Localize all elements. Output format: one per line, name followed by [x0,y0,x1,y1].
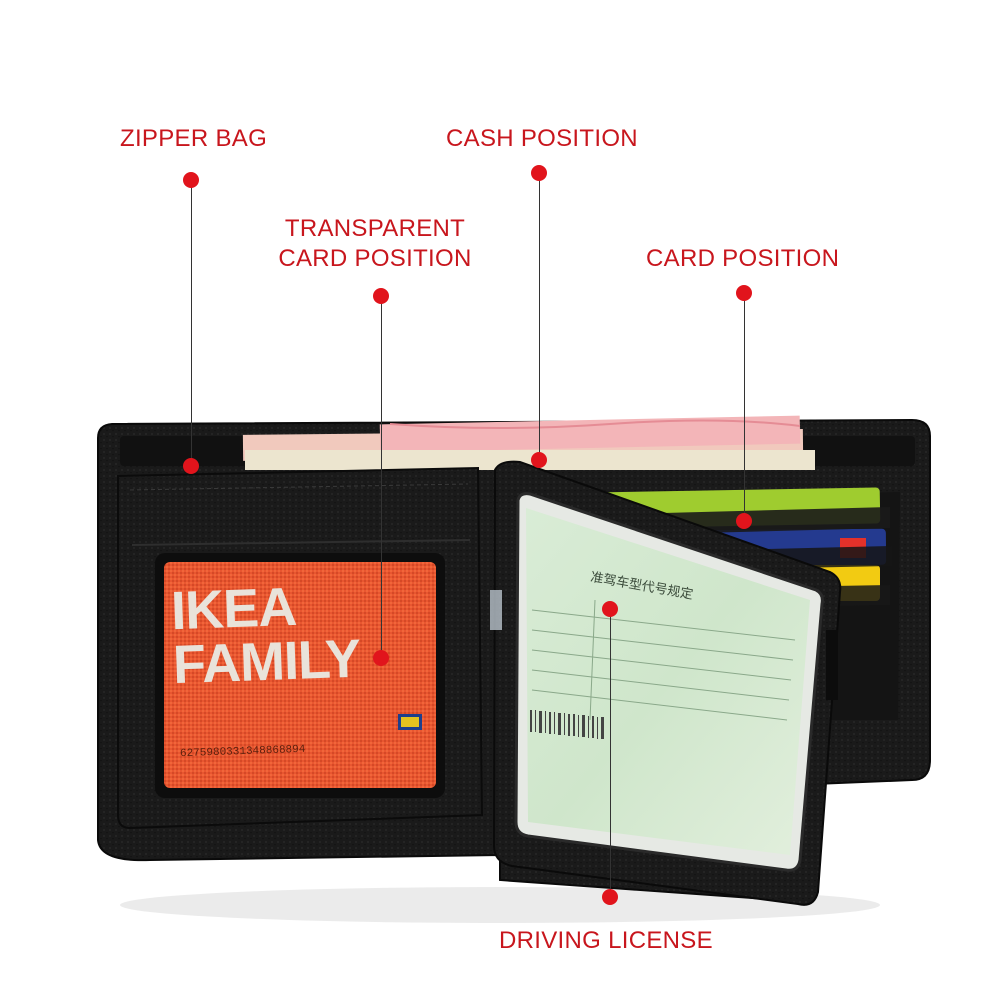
transparent-card-label: TRANSPARENT CARD POSITION [268,214,482,274]
flap-hinge [490,590,502,630]
zipper-bag-target-dot [183,458,199,474]
license-table-lines [531,599,796,721]
transparent-card-dot [373,288,389,304]
card-position-target-dot [736,513,752,529]
cash-position-label: CASH POSITION [446,125,638,152]
transparent-card-target-dot [373,650,389,666]
cash-bills [242,415,815,470]
driving-license-card [526,508,810,855]
transparent-card-leader [381,296,382,658]
transparent-card-label-line2: CARD POSITION [278,245,472,272]
driving-license-label: DRIVING LICENSE [499,927,713,954]
window-glare [164,562,436,788]
zipper-bag-label: ZIPPER BAG [120,125,268,152]
barcode [530,710,604,739]
flap-tab [826,630,838,700]
zipper-bag-leader [191,180,192,466]
ikea-card-brand: IKEA FAMILY [170,576,414,695]
ikea-card [164,562,436,788]
ikea-card-brand-line1: IKEA [170,576,298,642]
driving-license-dot [602,889,618,905]
card-slot-edge [131,539,471,546]
driving-license-leader [610,609,611,897]
transparent-card-label-line1: TRANSPARENT [284,215,466,242]
cash-position-leader [539,173,540,460]
cash-position-dot [531,165,547,181]
driving-license-target-dot [602,601,618,617]
card-position-dot [736,285,752,301]
card-position-leader [744,293,745,521]
stitching-top-left [129,483,469,491]
cash-position-target-dot [531,452,547,468]
card-position-label: CARD POSITION [646,245,840,272]
zipper-bag-dot [183,172,199,188]
floor-shadow [120,887,880,923]
